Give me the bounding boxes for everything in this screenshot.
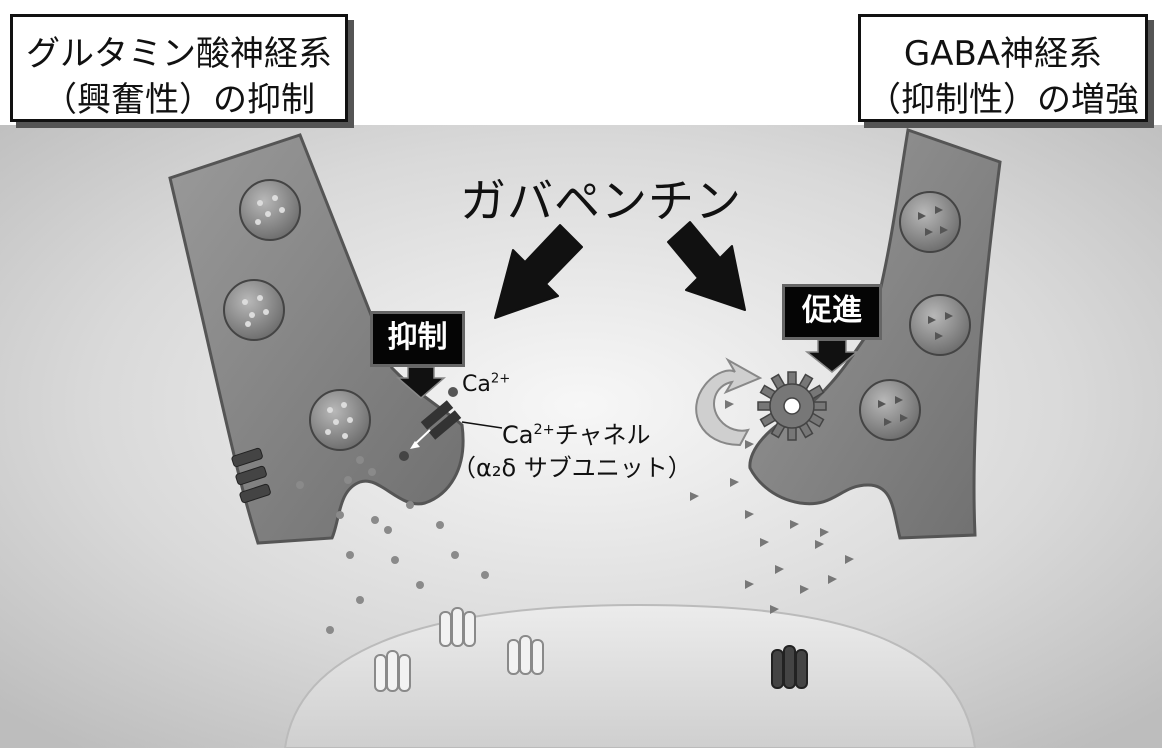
ca-sup: 2+ <box>490 371 511 387</box>
inhibit-down-arrow-icon <box>395 366 447 399</box>
drug-name: ガバペンチン <box>460 174 742 228</box>
left-box-line1: グルタミン酸神経系 <box>26 34 332 74</box>
left-box-line2: （興奮性）の抑制 <box>43 80 315 120</box>
calcium-channel <box>410 400 503 449</box>
right-box-line1: GABA神経系 <box>903 34 1103 74</box>
glutamate-particles <box>296 456 489 634</box>
calcium-channel-label: Ca2+チャネル <box>502 415 650 450</box>
gaba-particles <box>690 400 854 614</box>
arrow-to-promote-icon <box>667 221 746 311</box>
channel-rest: チャネル <box>554 421 651 449</box>
subunit-label: （α₂δ サブユニット） <box>452 454 692 482</box>
calcium-ion-label: Ca2+ <box>462 372 510 397</box>
calcium-ion <box>399 451 409 461</box>
gaba-enhancement-label: GABA神経系 （抑制性）の増強 <box>858 14 1148 122</box>
channel-ca-base: Ca <box>502 421 534 449</box>
promote-down-arrow-icon <box>804 339 860 373</box>
promote-tag: 促進 <box>782 284 882 340</box>
channel-ca-sup: 2+ <box>533 422 555 438</box>
glutamate-suppression-label: グルタミン酸神経系 （興奮性）の抑制 <box>10 14 348 122</box>
glutamate-presynaptic-terminal <box>168 133 465 545</box>
presynaptic-receptor <box>231 447 271 504</box>
glutamate-vesicles <box>223 179 371 451</box>
inhibit-tag: 抑制 <box>370 311 465 367</box>
calcium-ion <box>448 387 458 397</box>
gear-icon <box>757 371 827 441</box>
ca-base: Ca <box>462 372 491 397</box>
gaba-vesicles <box>859 191 971 441</box>
right-box-line2: （抑制性）の増強 <box>867 80 1139 120</box>
arrow-to-inhibit-icon <box>494 224 583 319</box>
rotation-arrow-icon <box>695 357 763 447</box>
glutamate-receptors <box>374 607 544 692</box>
gaba-receptor <box>771 645 808 689</box>
